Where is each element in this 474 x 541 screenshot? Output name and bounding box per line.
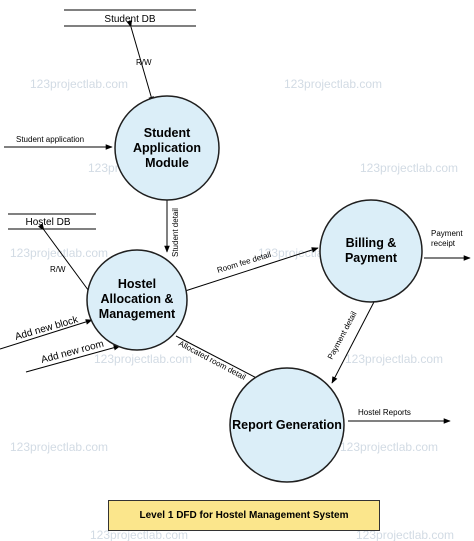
watermark-10: 123projectlab.com — [340, 440, 438, 454]
hostel-process-line-2: Allocation & — [101, 292, 174, 306]
flow-room-fee-detail: Room fee detail — [181, 247, 319, 293]
flow-payment-receipt: Payment receipt — [424, 229, 471, 261]
watermark-4: 123projectlab.com — [360, 161, 458, 175]
report-process-line-1: Report Generation — [232, 418, 342, 432]
watermark-12: 123projectlab.com — [356, 528, 454, 541]
watermark-8: 123projectlab.com — [345, 352, 443, 366]
hostel-process-line-3: Management — [99, 307, 176, 321]
student-detail-label: Student detail — [171, 208, 180, 257]
room-fee-detail-label: Room fee detail — [216, 250, 272, 275]
flow-student-db-rw: R/W — [126, 20, 154, 104]
rw-hostel-label: R/W — [50, 265, 66, 274]
data-store-student-db: Student DB — [64, 9, 196, 27]
add-new-block-label: Add new block — [14, 314, 81, 343]
diagram-caption: Level 1 DFD for Hostel Management System — [108, 500, 380, 531]
rw-student-label: R/W — [136, 58, 152, 67]
flow-hostel-db-rw: R/W — [38, 223, 95, 299]
process-hostel-allocation: Hostel Allocation & Management — [86, 249, 188, 351]
hostel-process-line-1: Hostel — [118, 277, 156, 291]
process-billing-payment: Billing & Payment — [319, 199, 423, 303]
hostel-db-label: Hostel DB — [25, 217, 70, 228]
payment-receipt-label-2: receipt — [431, 239, 456, 248]
billing-process-line-1: Billing & — [346, 236, 397, 250]
hostel-reports-label: Hostel Reports — [358, 408, 411, 417]
student-application-label: Student application — [16, 135, 84, 144]
watermark-5: 123projectlab.com — [10, 246, 108, 260]
payment-receipt-label-1: Payment — [431, 229, 463, 238]
watermark-11: 123projectlab.com — [90, 528, 188, 541]
flow-add-new-block: Add new block — [0, 314, 93, 350]
process-student-application-module: Student Application Module — [114, 95, 220, 201]
flow-student-detail: Student detail — [164, 197, 180, 257]
flow-hostel-reports: Hostel Reports — [348, 408, 451, 424]
process-report-generation: Report Generation — [229, 367, 345, 483]
watermark-1: 123projectlab.com — [30, 77, 128, 91]
flow-student-application: Student application — [4, 135, 113, 150]
watermark-9: 123projectlab.com — [10, 440, 108, 454]
billing-process-line-2: Payment — [345, 251, 398, 265]
student-db-label: Student DB — [104, 14, 155, 25]
student-process-line-3: Module — [145, 156, 189, 170]
student-process-line-2: Application — [133, 141, 201, 155]
student-process-line-1: Student — [144, 126, 191, 140]
watermark-2: 123projectlab.com — [284, 77, 382, 91]
flow-payment-detail: Payment detail — [326, 299, 376, 384]
watermark-7: 123projectlab.com — [94, 352, 192, 366]
data-store-hostel-db: Hostel DB — [8, 213, 96, 230]
